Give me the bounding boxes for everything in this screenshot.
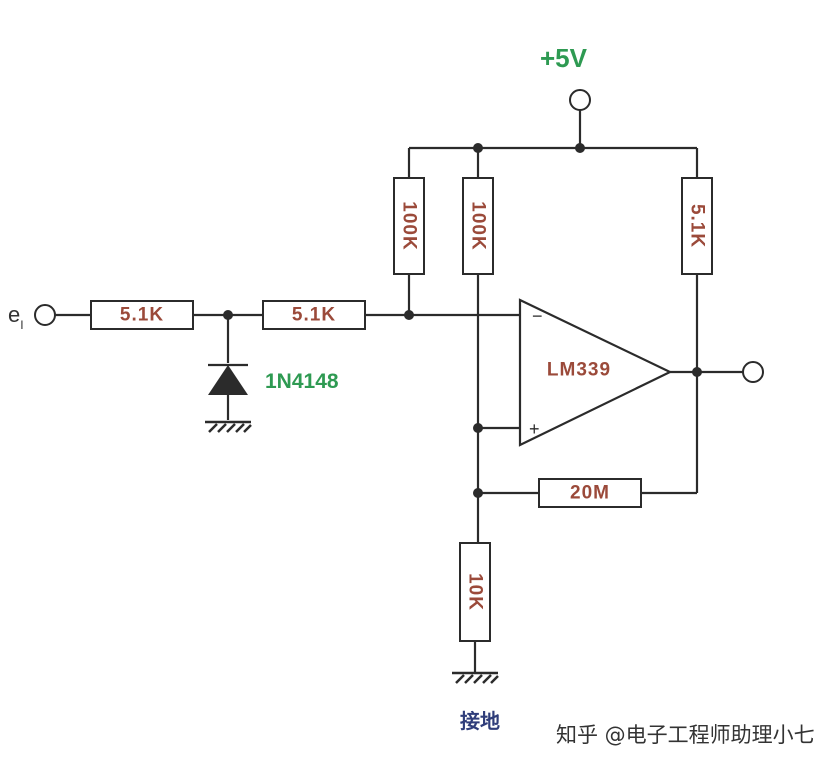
junction-dot [473, 423, 483, 433]
resistor-5-1k-input-2: 5.1K [262, 300, 366, 330]
output-terminal [742, 361, 764, 383]
supply-terminal [569, 89, 591, 111]
junction-dot [404, 310, 414, 320]
diode-1n4148 [208, 315, 248, 420]
comparator-lm339: LM339 − + [518, 298, 673, 447]
resistor-label: 5.1K [292, 305, 336, 326]
junction-dot [692, 367, 702, 377]
resistor-label: 5.1K [687, 204, 708, 248]
resistor-20m-feedback: 20M [538, 478, 642, 508]
comparator-label: LM339 [547, 360, 611, 381]
resistor-label: 5.1K [120, 305, 164, 326]
resistor-100k-left: 100K [393, 177, 425, 275]
input-terminal [34, 304, 56, 326]
resistor-label: 10K [465, 573, 486, 611]
junction-dot [473, 488, 483, 498]
resistor-10k-ground: 10K [459, 542, 491, 642]
watermark: 知乎 @电子工程师助理小七 [556, 723, 815, 747]
supply-label: +5V [540, 43, 588, 73]
junction-dot [575, 143, 585, 153]
ground-icon [452, 671, 499, 684]
resistor-100k-right: 100K [462, 177, 494, 275]
inverting-input-sign: − [532, 306, 543, 326]
resistor-5-1k-pullup: 5.1K [681, 177, 713, 275]
resistor-label: 100K [468, 201, 489, 250]
ground-icon [205, 420, 252, 433]
resistor-label: 100K [399, 201, 420, 250]
noninverting-input-sign: + [529, 419, 540, 439]
ground-label: 接地 [460, 709, 500, 733]
input-label: eI [8, 302, 24, 332]
diode-label: 1N4148 [265, 370, 339, 393]
resistor-5-1k-input-1: 5.1K [90, 300, 194, 330]
resistor-label: 20M [570, 483, 610, 504]
supply-rail [409, 89, 697, 153]
diode-icon [208, 365, 248, 395]
